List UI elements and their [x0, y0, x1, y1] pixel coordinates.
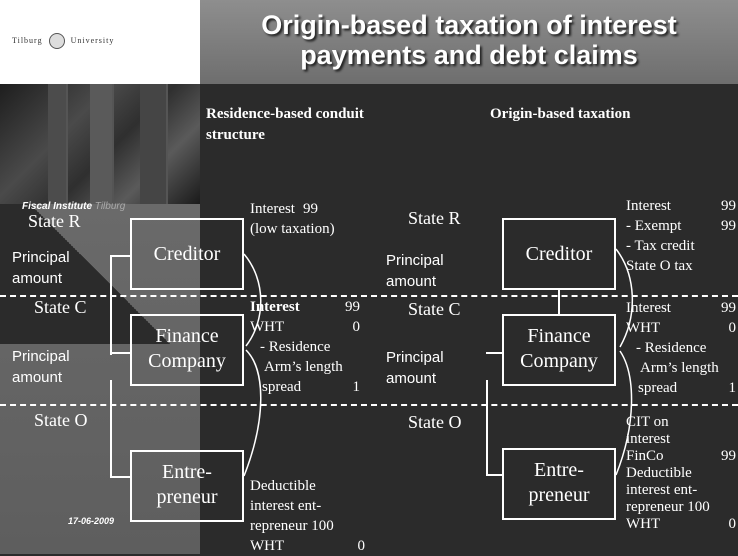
flow-line: [110, 255, 112, 355]
principal-amount-label: Principal amount: [386, 252, 444, 290]
interest-flow-arrow: [243, 253, 262, 477]
principal-amount-label: Principal amount: [386, 349, 444, 387]
left-panel-heading: Residence-based conduit structure: [206, 106, 364, 143]
slide-title: Origin-based taxation of interest paymen…: [261, 10, 677, 70]
state-separator: [0, 295, 738, 297]
right-panel-heading: Origin-based taxation: [490, 106, 631, 122]
slide-date: 17-06-2009: [68, 516, 115, 526]
state-o-label: State O: [34, 410, 88, 430]
finance-company-box: Finance Company: [502, 314, 616, 386]
creditor-box: Creditor: [130, 218, 244, 290]
flow-line: [558, 290, 560, 314]
creditor-box: Creditor: [502, 218, 616, 290]
state-o-note: Deductible interest ent- repreneur 100 W…: [250, 478, 365, 554]
entrepreneur-box: Entre- preneur: [502, 448, 616, 520]
state-r-label: State R: [28, 211, 81, 231]
flow-arrow: [110, 476, 130, 478]
decorative-triangle: [0, 204, 200, 344]
seal-icon: [48, 33, 65, 49]
institute-label: Fiscal Institute Tilburg: [22, 201, 126, 212]
flow-line: [110, 380, 112, 478]
book-spine: [90, 84, 114, 204]
finance-company-box: Finance Company: [130, 314, 244, 386]
flow-line: [110, 352, 130, 354]
flow-line: [486, 380, 488, 476]
state-o-label: State O: [408, 412, 462, 432]
flow-arrow: [486, 474, 502, 476]
university-logo-area: [0, 0, 200, 84]
state-separator: [0, 404, 738, 406]
state-r-label: State R: [408, 208, 461, 228]
interest-flow-arrow: [615, 248, 634, 476]
state-c-label: State C: [34, 297, 87, 317]
book-spine: [140, 84, 168, 204]
state-c-label: State C: [408, 299, 461, 319]
title-bar: [200, 0, 738, 84]
book-spine: [48, 84, 68, 204]
principal-amount-label: Principal amount: [12, 249, 70, 287]
flow-line: [486, 352, 502, 354]
principal-amount-label: Principal amount: [12, 348, 70, 386]
entrepreneur-box: Entre- preneur: [130, 450, 244, 522]
flow-line: [110, 255, 130, 257]
